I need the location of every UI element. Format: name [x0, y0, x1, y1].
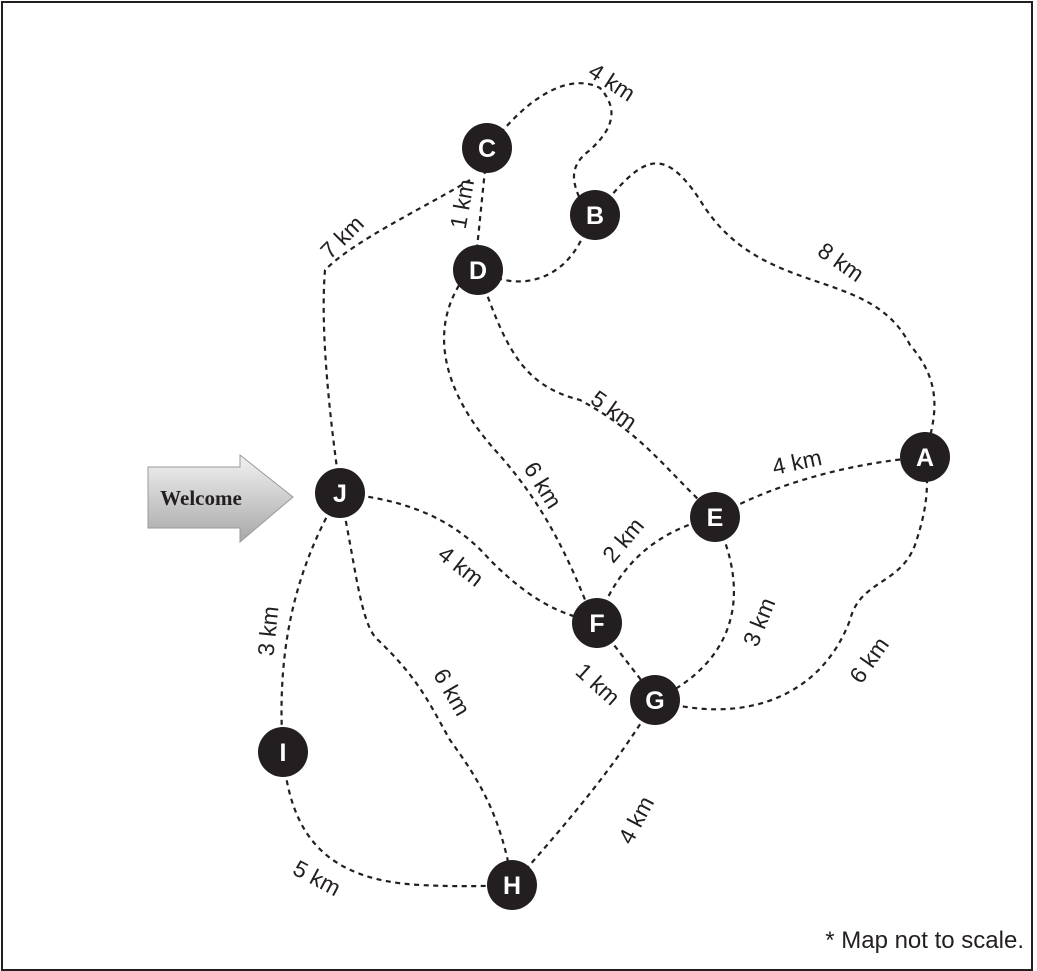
node-I: I: [258, 727, 308, 777]
trail-nodes: A B C D E F G H: [258, 123, 950, 910]
node-F: F: [572, 598, 622, 648]
trail-E-G: [654, 517, 735, 701]
distance-label-F-G: 1 km: [571, 658, 625, 711]
node-label-B: B: [586, 202, 604, 230]
trail-G-H: [511, 699, 656, 886]
node-label-E: E: [707, 504, 724, 532]
node-E: E: [690, 492, 740, 542]
node-label-A: A: [916, 444, 934, 472]
distance-label-F-E: 2 km: [597, 513, 649, 568]
distance-label-J-I: 3 km: [252, 605, 283, 657]
trail-J-I: [280, 492, 341, 753]
distance-label-D-F: 6 km: [519, 457, 567, 513]
distance-label-G-A: 6 km: [844, 632, 894, 688]
distance-label-D-E: 5 km: [586, 385, 642, 435]
node-H: H: [487, 860, 537, 910]
node-C: C: [462, 123, 512, 173]
welcome-label: Welcome: [160, 486, 242, 510]
trail-D-F: [443, 269, 597, 626]
node-G: G: [630, 675, 680, 725]
distance-label-J-F: 4 km: [433, 540, 488, 591]
node-label-C: C: [478, 135, 496, 163]
trail-C-B: [488, 82, 613, 206]
node-label-H: H: [503, 872, 521, 900]
distance-label-C-D: 1 km: [445, 177, 479, 231]
distance-label-C-J: 7 km: [315, 210, 369, 264]
trail-J-F: [339, 491, 598, 624]
trail-B-A: [594, 162, 936, 456]
trail-I-H: [281, 751, 513, 888]
distance-label-E-A: 4 km: [770, 444, 824, 480]
node-label-F: F: [589, 610, 604, 638]
node-J: J: [315, 468, 365, 518]
node-B: B: [570, 190, 620, 240]
trail-J-H: [338, 492, 514, 883]
distance-label-B-A: 8 km: [813, 237, 869, 287]
trail-D-E: [476, 269, 716, 516]
node-label-D: D: [469, 257, 487, 285]
node-D: D: [453, 245, 503, 295]
distance-label-G-H: 4 km: [613, 792, 659, 848]
distance-label-E-G: 3 km: [738, 594, 781, 650]
node-label-I: I: [280, 739, 287, 767]
node-A: A: [900, 432, 950, 482]
node-label-G: G: [645, 687, 664, 715]
welcome-arrow: Welcome: [147, 453, 294, 544]
node-label-J: J: [333, 480, 347, 508]
trail-lines: [280, 82, 936, 888]
trail-C-J: [322, 179, 471, 491]
scale-note: * Map not to scale.: [825, 927, 1024, 954]
distance-label-C-B: 4 km: [584, 58, 640, 107]
distance-label-J-H: 6 km: [428, 664, 475, 720]
